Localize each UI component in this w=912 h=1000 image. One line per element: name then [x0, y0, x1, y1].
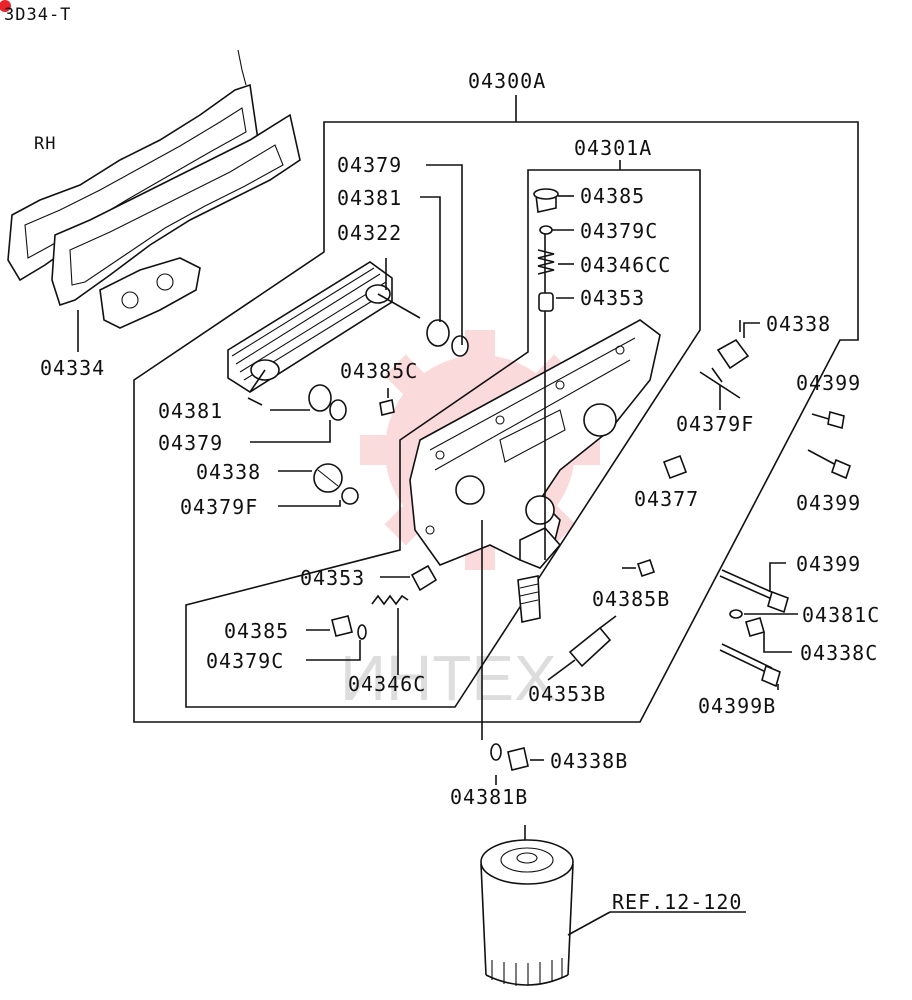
- housing-frame-04301A: [185, 160, 701, 708]
- valve-04353-mid-icon: [410, 564, 438, 592]
- label-04353-mid: 04353: [300, 566, 365, 590]
- label-04301A: 04301A: [574, 136, 652, 160]
- label-04399-b: 04399: [796, 491, 861, 515]
- label-04381B: 04381B: [450, 785, 528, 809]
- assembly-frame-04300A: [133, 95, 859, 723]
- o-ring-04381-upper-icon: [426, 319, 450, 347]
- label-04300A: 04300A: [468, 69, 546, 93]
- label-04385-top: 04385: [580, 184, 645, 208]
- plug-04377-icon: [662, 454, 688, 480]
- label-04385C: 04385C: [340, 359, 418, 383]
- plug-04338C-icon: [745, 617, 765, 637]
- plug-04385C-icon: [379, 399, 395, 416]
- label-04381-top: 04381: [337, 186, 402, 210]
- label-04379-left: 04379: [158, 431, 223, 455]
- washer-04381C-icon: [729, 609, 743, 619]
- label-04334: 04334: [40, 356, 105, 380]
- oil-filter-housing-icon: [409, 230, 661, 740]
- label-04338-top: 04338: [766, 312, 831, 336]
- gasket-04379C-low-icon: [357, 624, 367, 640]
- plug-04338-left-icon: [313, 463, 343, 493]
- oil-cooler-element-icon: [227, 261, 421, 406]
- bolt-04399B-icon: [719, 643, 781, 688]
- label-04379F-right: 04379F: [676, 412, 754, 436]
- label-04379C-low: 04379C: [206, 649, 284, 673]
- bolt-04399-a-icon: [811, 410, 845, 430]
- label-04379-top: 04379: [337, 153, 402, 177]
- spring-04346C-icon: [371, 594, 409, 606]
- label-04399-a: 04399: [796, 371, 861, 395]
- label-ref-12-120: REF.12-120: [612, 890, 742, 914]
- label-04353B: 04353B: [528, 682, 606, 706]
- filter-boss-04353B-icon: [517, 575, 541, 623]
- gasket-04334-icon: [7, 49, 301, 329]
- label-04338C: 04338C: [800, 641, 878, 665]
- label-04385B: 04385B: [592, 587, 670, 611]
- valve-04353-top-icon: [538, 292, 554, 312]
- label-04322: 04322: [337, 221, 402, 245]
- label-04353-top: 04353: [580, 286, 645, 310]
- oil-filter-icon: [480, 825, 574, 986]
- label-04338B: 04338B: [550, 749, 628, 773]
- label-04399-c: 04399: [796, 552, 861, 576]
- label-04346CC: 04346CC: [580, 253, 671, 277]
- plug-04338B-icon: [507, 747, 529, 771]
- oil-pressure-switch-icon: [568, 615, 617, 668]
- plug-04338-right-icon: [716, 320, 750, 370]
- watermark-text: ИНТЕХ: [340, 642, 557, 714]
- bolt-04399-c-icon: [719, 569, 789, 614]
- label-04338-left: 04338: [196, 460, 261, 484]
- label-04377: 04377: [634, 487, 699, 511]
- label-04399B: 04399B: [698, 694, 776, 718]
- o-ring-04379-left-icon: [329, 399, 347, 421]
- plug-04385-low-icon: [331, 615, 353, 637]
- gasket-04379F-right-icon: [711, 367, 723, 383]
- bolt-04399-b-icon: [807, 449, 851, 480]
- label-04381C: 04381C: [802, 603, 880, 627]
- gasket-04379F-left-icon: [341, 487, 359, 505]
- plug-04385B-icon: [636, 558, 656, 578]
- o-ring-04379-upper-icon: [451, 335, 469, 357]
- label-04381-left: 04381: [158, 399, 223, 423]
- side-label: RH: [34, 134, 56, 154]
- label-04346C: 04346C: [348, 672, 426, 696]
- gasket-04379C-top-icon: [539, 225, 553, 235]
- label-04379F-left: 04379F: [180, 495, 258, 519]
- plug-04385-top-icon: [533, 188, 559, 213]
- label-04385-low: 04385: [224, 619, 289, 643]
- spring-04346CC-icon: [537, 249, 555, 275]
- o-ring-04381-left-icon: [308, 384, 332, 412]
- label-04379C-top: 04379C: [580, 219, 658, 243]
- corner-marker-icon: [0, 0, 11, 12]
- washer-04381B-icon: [490, 743, 502, 761]
- diagram-code: 3D34-T: [4, 5, 71, 25]
